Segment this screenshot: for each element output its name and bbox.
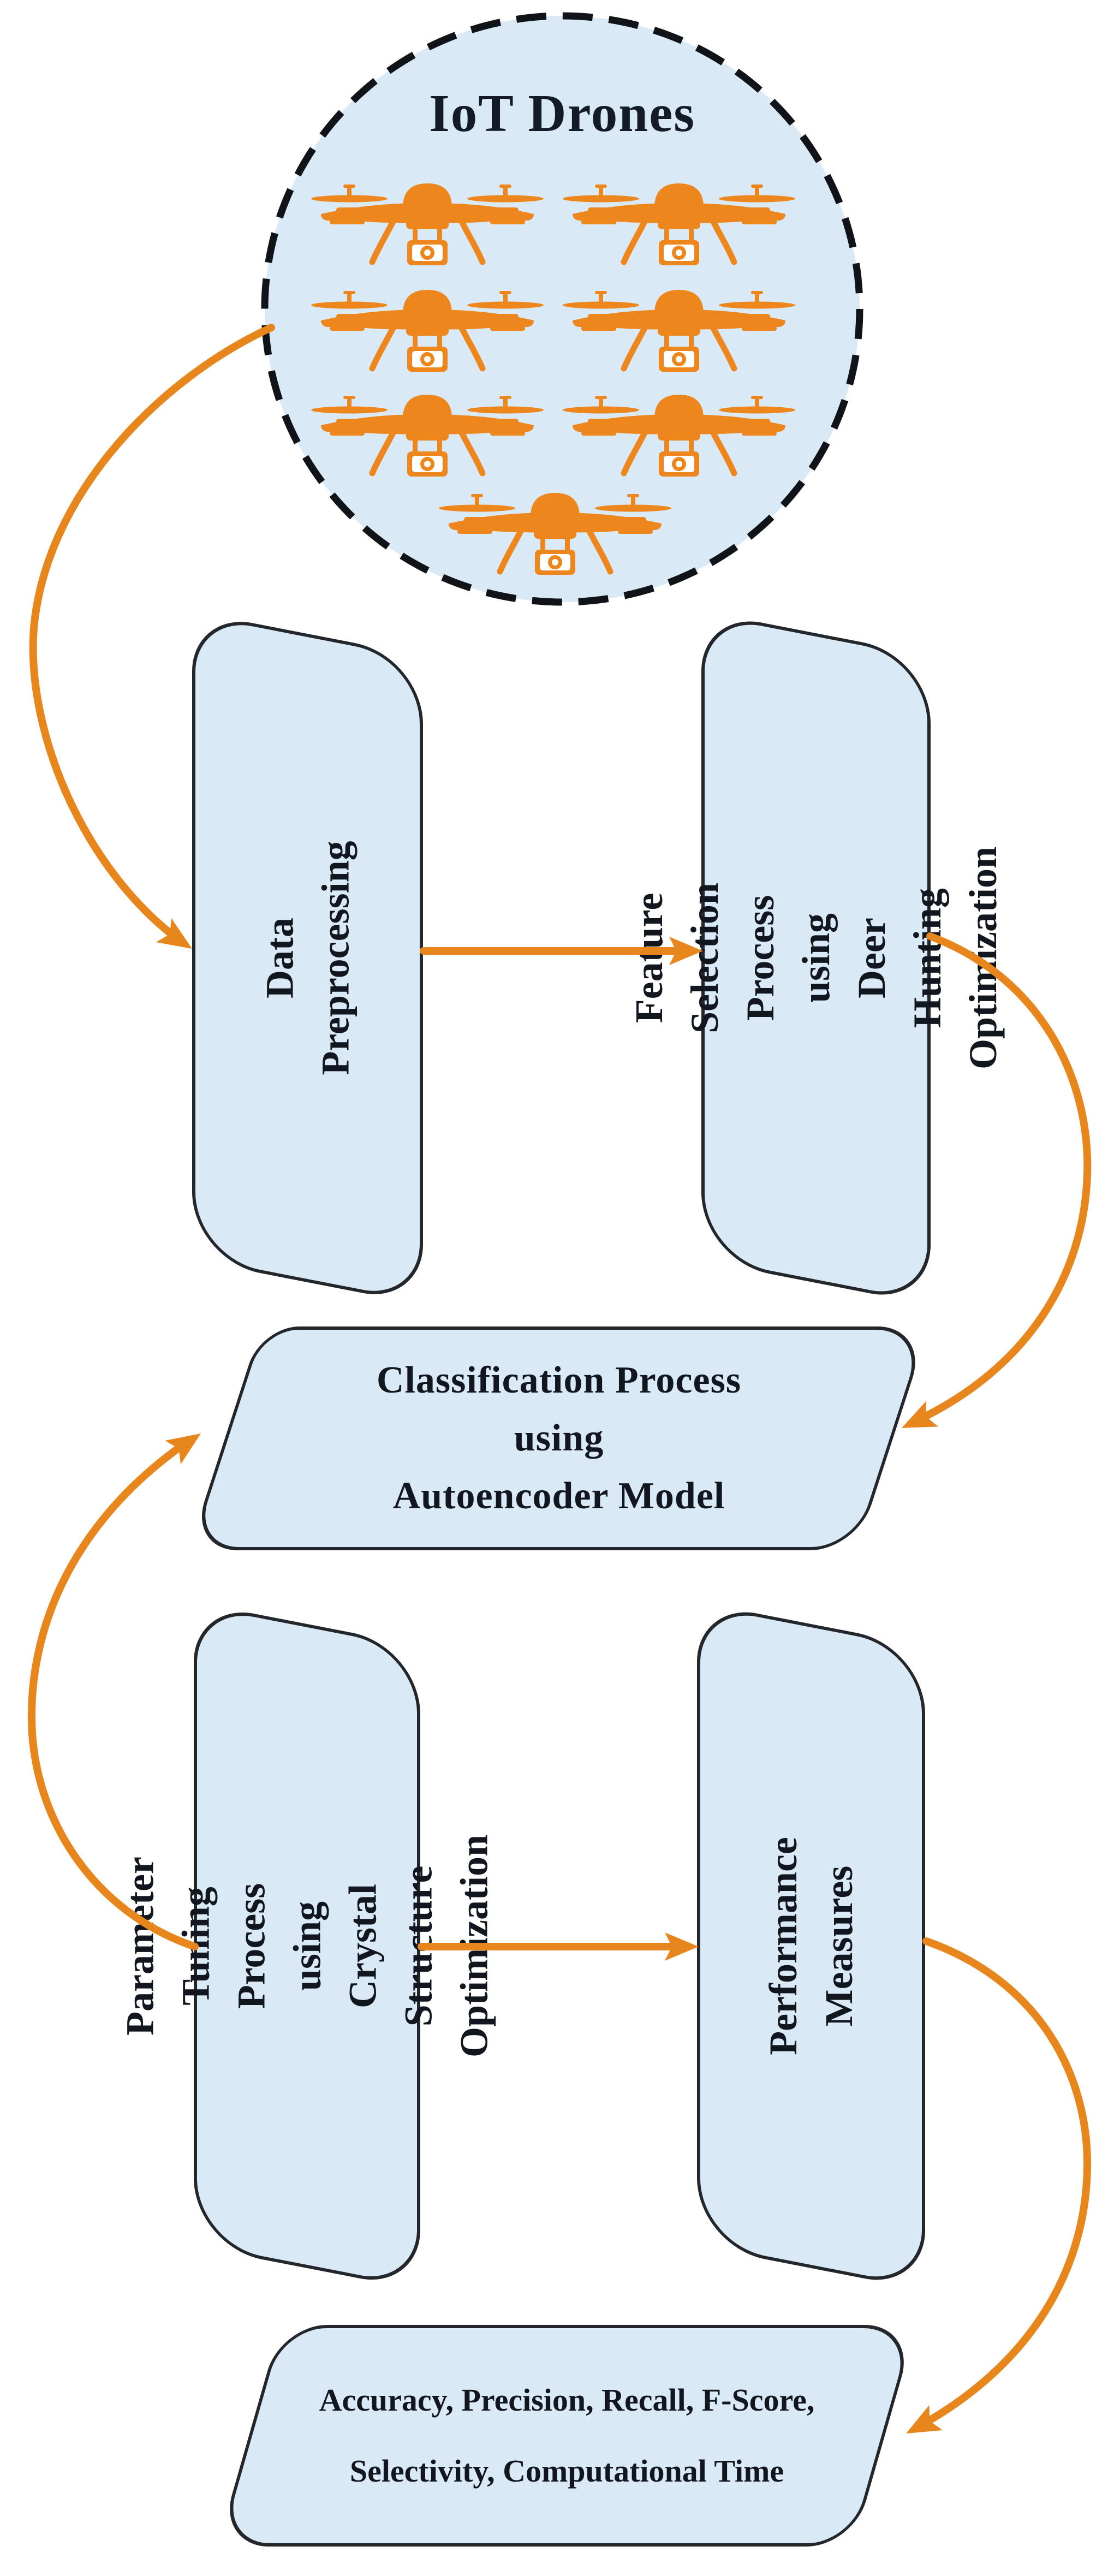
node-label: Parameter Tuning Process using Crystal S… (112, 1833, 502, 2060)
label-line: using (794, 913, 838, 1003)
label-line: Classification Process (376, 1359, 742, 1401)
drone-icon (311, 290, 544, 372)
label-line: Selectivity, Computational Time (349, 2453, 784, 2489)
arrowhead-icon (665, 1932, 699, 1961)
arrowhead-icon (899, 2405, 943, 2446)
drone-icon (311, 395, 544, 477)
node-classification: Classification Process using Autoencoder… (188, 1326, 930, 1550)
node-data-preprocessing: Data Preprocessing (192, 611, 423, 1305)
label-line: Accuracy, Precision, Recall, F-Score, (319, 2382, 815, 2418)
drone-icon (439, 493, 671, 575)
drone-icon (563, 290, 795, 372)
drone-icon (563, 395, 795, 477)
label-line: Autoencoder Model (392, 1475, 725, 1517)
label-line: Crystal Structure Optimization (341, 1835, 496, 2057)
iot-drones-title: IoT Drones (428, 84, 696, 142)
arrow-performance-to-metrics (912, 1937, 1092, 2432)
drone-icon (311, 183, 544, 265)
node-label: Data Preprocessing (252, 841, 364, 1075)
label-line: Deer Hunting Optimization (850, 847, 1005, 1069)
node-parameter-tuning: Parameter Tuning Process using Crystal S… (118, 1602, 496, 2291)
arrowhead-icon (165, 1421, 209, 1465)
label-line: Feature Selection Process (627, 883, 782, 1033)
label-line: Performance Measures (761, 1837, 861, 2055)
node-feature-selection: Feature Selection Process using Deer Hun… (627, 611, 1005, 1305)
drone-icon (563, 183, 795, 265)
label-line: Data Preprocessing (258, 841, 358, 1075)
label-line: Parameter Tuning Process (118, 1857, 273, 2036)
node-label: Accuracy, Precision, Recall, F-Score, Se… (249, 2365, 885, 2507)
node-label: Classification Process using Autoencoder… (225, 1352, 893, 1525)
node-metrics: Accuracy, Precision, Recall, F-Score, Se… (217, 2325, 917, 2547)
label-line: using (514, 1417, 604, 1459)
label-line: using (285, 1901, 329, 1991)
node-label: Feature Selection Process using Deer Hun… (621, 843, 1011, 1073)
node-performance-measures: Performance Measures (697, 1602, 925, 2291)
node-label: Performance Measures (755, 1832, 867, 2060)
